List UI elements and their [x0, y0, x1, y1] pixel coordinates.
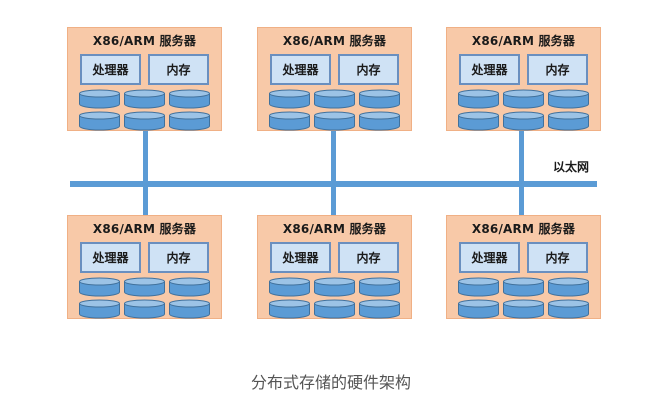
server-title: X86/ARM 服务器 — [92, 34, 197, 48]
disk-array — [457, 277, 590, 319]
disk-icon — [123, 111, 166, 131]
server-node: X86/ARM 服务器处理器内存 — [446, 27, 601, 131]
server-node: X86/ARM 服务器处理器内存 — [67, 215, 222, 319]
memory-block: 内存 — [338, 242, 399, 273]
server-title: X86/ARM 服务器 — [282, 222, 387, 236]
disk-icon — [457, 299, 500, 319]
server-title: X86/ARM 服务器 — [92, 222, 197, 236]
disk-icon — [313, 277, 356, 297]
memory-block: 内存 — [527, 242, 588, 273]
disk-icon — [268, 89, 311, 109]
processor-block: 处理器 — [80, 242, 141, 273]
disk-icon — [358, 277, 401, 297]
disk-icon — [502, 89, 545, 109]
figure-caption: 分布式存储的硬件架构 — [250, 373, 411, 392]
disk-array — [268, 277, 401, 319]
memory-block: 内存 — [148, 54, 209, 85]
disk-icon — [457, 277, 500, 297]
disk-icon — [123, 299, 166, 319]
disk-icon — [78, 299, 121, 319]
server-title: X86/ARM 服务器 — [471, 222, 576, 236]
disk-array — [78, 89, 211, 131]
disk-icon — [502, 111, 545, 131]
disk-icon — [268, 111, 311, 131]
disk-icon — [168, 89, 211, 109]
processor-block: 处理器 — [459, 242, 520, 273]
server-node: X86/ARM 服务器处理器内存 — [257, 27, 412, 131]
disk-icon — [168, 299, 211, 319]
disk-icon — [502, 277, 545, 297]
disk-icon — [313, 89, 356, 109]
disk-icon — [78, 89, 121, 109]
disk-icon — [457, 89, 500, 109]
disk-icon — [168, 111, 211, 131]
processor-block: 处理器 — [80, 54, 141, 85]
connector-line — [519, 131, 524, 215]
disk-icon — [313, 111, 356, 131]
disk-icon — [358, 89, 401, 109]
disk-icon — [78, 277, 121, 297]
disk-array — [268, 89, 401, 131]
disk-icon — [547, 299, 590, 319]
server-node: X86/ARM 服务器处理器内存 — [67, 27, 222, 131]
disk-icon — [547, 89, 590, 109]
processor-block: 处理器 — [270, 54, 331, 85]
processor-block: 处理器 — [459, 54, 520, 85]
disk-icon — [268, 299, 311, 319]
ethernet-label: 以太网 — [553, 160, 590, 174]
disk-array — [457, 89, 590, 131]
disk-icon — [313, 299, 356, 319]
disk-icon — [547, 277, 590, 297]
memory-block: 内存 — [527, 54, 588, 85]
server-title: X86/ARM 服务器 — [471, 34, 576, 48]
connector-line — [143, 131, 148, 215]
disk-array — [78, 277, 211, 319]
disk-icon — [123, 89, 166, 109]
disk-icon — [78, 111, 121, 131]
disk-icon — [547, 111, 590, 131]
connector-line — [331, 131, 336, 215]
memory-block: 内存 — [148, 242, 209, 273]
disk-icon — [123, 277, 166, 297]
server-node: X86/ARM 服务器处理器内存 — [257, 215, 412, 319]
memory-block: 内存 — [338, 54, 399, 85]
server-title: X86/ARM 服务器 — [282, 34, 387, 48]
disk-icon — [502, 299, 545, 319]
disk-icon — [358, 111, 401, 131]
processor-block: 处理器 — [270, 242, 331, 273]
disk-icon — [358, 299, 401, 319]
disk-icon — [457, 111, 500, 131]
server-node: X86/ARM 服务器处理器内存 — [446, 215, 601, 319]
disk-icon — [168, 277, 211, 297]
disk-icon — [268, 277, 311, 297]
